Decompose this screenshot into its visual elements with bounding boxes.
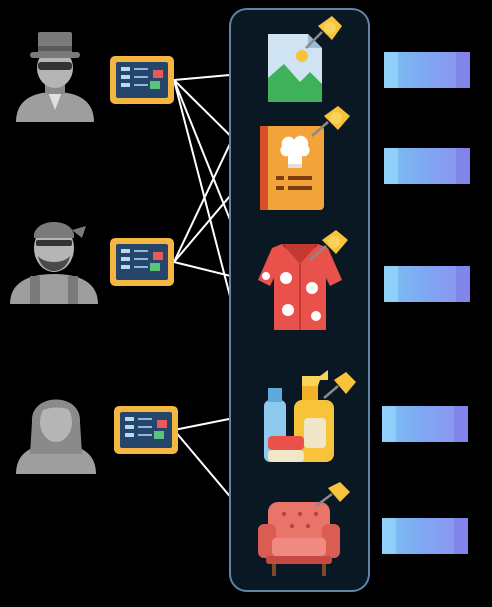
user-long-hair-icon [16, 399, 96, 474]
board-icon [110, 238, 174, 286]
board-icon [110, 56, 174, 104]
embedding-bar [382, 518, 468, 554]
cosmetics-pin-icon [264, 370, 356, 462]
shirt-pin-icon [258, 230, 348, 330]
embedding-bar [384, 266, 470, 302]
board-icon [114, 406, 178, 454]
embedding-bar [384, 52, 470, 88]
recipe-book-pin-icon [260, 106, 350, 210]
armchair-pin-icon [258, 482, 350, 576]
image-pin-icon [268, 16, 342, 102]
user-top-hat-icon [16, 32, 94, 122]
user-bandana-icon [10, 222, 98, 304]
embedding-bar [382, 406, 468, 442]
embedding-bar [384, 148, 470, 184]
